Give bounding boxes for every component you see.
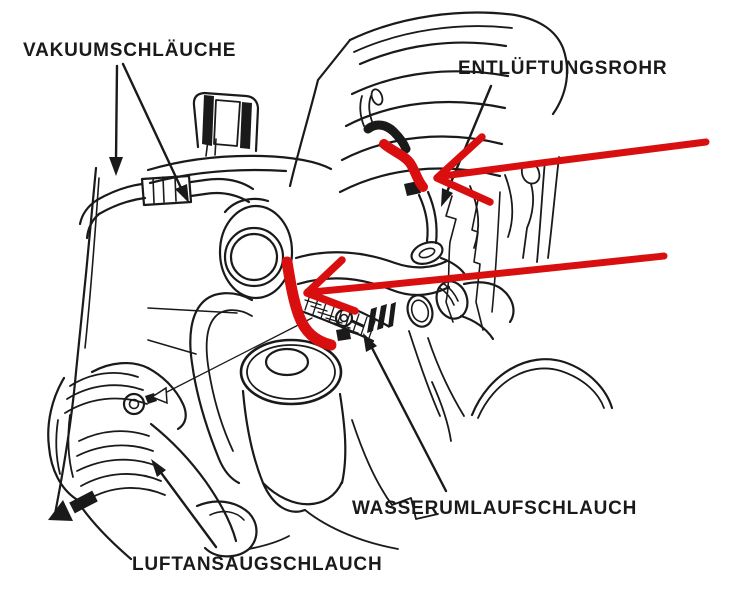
label-water-circulation-hose: WASSERUMLAUFSCHLAUCH bbox=[352, 498, 637, 519]
booster-dome-art bbox=[408, 330, 614, 419]
red-callout-arrow-bottom bbox=[303, 252, 668, 315]
red-highlight-vent-pipe bbox=[379, 139, 428, 192]
firewall-art bbox=[445, 162, 541, 331]
pointer-arrow-air-intake bbox=[151, 459, 218, 549]
removal-direction-arrow-icon bbox=[48, 490, 98, 521]
hook-hose-art bbox=[147, 292, 254, 485]
label-air-intake-hose: LUFTANSAUGSCHLAUCH bbox=[132, 554, 382, 575]
engine-bottom-art bbox=[351, 381, 452, 520]
pointer-arrow-water-hose bbox=[363, 333, 448, 493]
vent-pipe-art bbox=[359, 95, 468, 278]
pointer-arrow-vacuum-left bbox=[109, 64, 123, 176]
oil-cap-art bbox=[239, 338, 399, 550]
air-cleaner-cap-art bbox=[192, 91, 260, 153]
throttle-body-art bbox=[218, 197, 294, 300]
pointer-arrow-vacuum-right bbox=[121, 62, 189, 203]
red-callout-arrow-top bbox=[433, 133, 710, 206]
air-intake-duct-art bbox=[47, 362, 290, 561]
throttle-bracket-art bbox=[146, 138, 333, 185]
red-callouts bbox=[281, 133, 710, 351]
labels: VAKUUMSCHLÄUCHE ENTLÜFTUNGSROHR WASSERUM… bbox=[23, 40, 667, 575]
pointer-arrow-clamp-thin bbox=[150, 317, 313, 405]
label-vacuum-hoses: VAKUUMSCHLÄUCHE bbox=[23, 40, 236, 61]
red-highlight-water-hose bbox=[281, 256, 337, 351]
label-vent-pipe: ENTLÜFTUNGSROHR bbox=[458, 58, 667, 79]
